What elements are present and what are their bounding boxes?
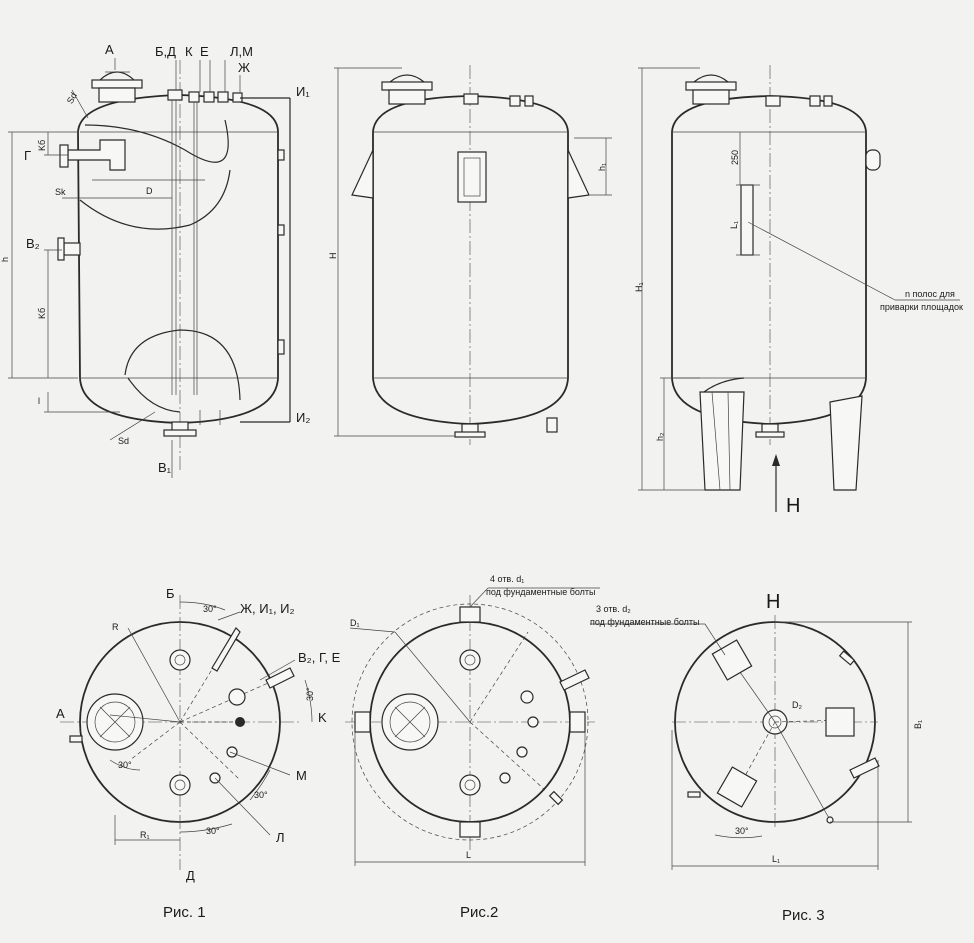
plan1-label-a: А (56, 706, 65, 721)
plan1-label-zh-i: Ж, И₁, И₂ (240, 601, 295, 616)
fig2-top-nozzle (463, 93, 479, 105)
caption-fig1: Рис. 1 (163, 904, 206, 921)
fig1-manhole-a (91, 71, 143, 103)
fig2-shell (372, 95, 569, 425)
fig1-label-h: h (0, 257, 10, 262)
fig1-label-lm: Л,М (230, 44, 253, 59)
caption-fig2: Рис.2 (460, 904, 498, 921)
fig3-manhole (685, 74, 737, 105)
fig3-label-l1: L₁ (729, 221, 739, 229)
fig3-label-h1: H₁ (634, 282, 644, 292)
plan3-label-b1: B₁ (913, 720, 923, 729)
plan1-label-ang30-top: 30° (203, 604, 217, 614)
fig1-nozzle-b2 (57, 237, 81, 261)
fig1-elevation: А Б,Д К Е Л,М Ж И₁ И₂ Sd Г Kб Sk D h В₂ … (0, 42, 310, 478)
plan1-label-ang30-right: 30° (305, 687, 315, 701)
fig3-elevation: H₁ 250 L₁ n полос для приварки площадок … (634, 65, 963, 517)
fig1-label-b2: В₂ (26, 236, 40, 251)
plan1-label-b: Б (166, 586, 175, 601)
fig1-label-k6: Kб (37, 308, 47, 319)
plan1-label-k: K (318, 710, 327, 725)
fig1-label-g: Г (24, 148, 31, 163)
plan1-label-r: R (112, 622, 119, 632)
fig2-lug-left (351, 149, 374, 199)
fig1-label-zh: Ж (238, 60, 250, 75)
plan2-lug-bottom (459, 821, 481, 838)
fig3-note-line2: приварки площадок (880, 302, 963, 312)
fig2-elevation: H h₁ (328, 65, 612, 445)
fig1-nozzle-b1 (163, 410, 221, 437)
plan3-label-ang30: 30° (735, 826, 749, 836)
plan3-view: Н 3 отв. d₂ под фундаментные болты D₂ B₁… (590, 591, 923, 924)
plan3-leg-pad-3 (716, 766, 758, 808)
fig1-dimensions (8, 58, 241, 478)
fig2-label-h: H (328, 253, 338, 260)
fig3-leg-left (699, 391, 745, 491)
fig1-label-bd: Б,Д (155, 44, 176, 59)
plan1-label-ang30-left: 30° (118, 760, 132, 770)
fig2-manhole (381, 74, 433, 105)
fig1-label-k: К (185, 44, 193, 59)
plan3-leg-pad-1 (711, 639, 753, 681)
fig3-shell (671, 95, 867, 425)
fig1-label-sk: Sk (55, 187, 66, 197)
plan2-note-line1: 4 отв. d₁ (490, 574, 524, 584)
plan3-label-view-h: Н (766, 591, 780, 613)
fig3-label-view-h: Н (786, 495, 800, 517)
plan2-label-d1: D₁ (350, 618, 360, 628)
fig1-label-sd-top: Sd (65, 91, 79, 106)
plan1-label-b2ge: В₂, Г, Е (298, 650, 341, 665)
fig1-nozzle-g (59, 139, 126, 171)
fig3-label-h2: h₂ (655, 432, 665, 441)
fig2-level-window (457, 151, 487, 203)
plan2-note-line2: под фундаментные болты (486, 587, 596, 597)
plan1-view: Б 30° Ж, И₁, И₂ R В₂, Г, Е 30° K А 30° М… (56, 586, 341, 921)
fig1-cutaway-top (79, 119, 231, 230)
plan3-leg-pad-2 (825, 707, 855, 737)
plan1-label-d: Д (186, 868, 195, 883)
plan2-lug-right (569, 711, 586, 733)
fig1-label-i1: И₁ (296, 84, 310, 99)
plan2-lug-left (354, 711, 371, 733)
fig1-top-nozzles (167, 89, 243, 395)
fig1-label-kb: Kб (37, 140, 47, 151)
fig1-label-i2: И₂ (296, 410, 310, 425)
fig1-label-l: l (38, 396, 40, 406)
fig2-lug-right (567, 149, 590, 199)
fig1-label-b1: В₁ (158, 460, 172, 475)
fig1-label-e: Е (200, 44, 209, 59)
fig2-label-h1: h₁ (597, 163, 607, 171)
plan2-view: 4 отв. d₁ под фундаментные болты D₁ L Ри… (345, 574, 600, 921)
plan1-label-l: Л (276, 830, 285, 845)
fig1-level-pipe (240, 97, 291, 423)
plan1-label-m: М (296, 768, 307, 783)
plan1-label-ang30-lower: 30° (254, 790, 268, 800)
plan3-note-line1: 3 отв. d₂ (596, 604, 631, 614)
fig3-platform-strip (740, 184, 754, 256)
fig1-label-d: D (146, 186, 153, 196)
fig3-note-line1: n полос для (905, 289, 955, 299)
plan1-label-ang30-bottom: 30° (206, 826, 220, 836)
caption-fig3: Рис. 3 (782, 907, 825, 924)
plan3-label-l1: L₁ (772, 854, 780, 864)
plan3-note-line2: под фундаментные болты (590, 617, 700, 627)
fig1-label-a: А (105, 42, 114, 57)
plan2-lug-top (459, 606, 481, 623)
fig1-cutaway-bottom (124, 329, 241, 413)
plan3-label-d2: D₂ (792, 700, 802, 710)
plan2-label-l: L (466, 850, 471, 860)
fig3-leg-right (829, 395, 863, 491)
fig1-label-sd-bottom: Sd (118, 436, 129, 446)
plan1-label-r1: R₁ (140, 830, 150, 840)
fig3-label-250: 250 (730, 150, 740, 165)
